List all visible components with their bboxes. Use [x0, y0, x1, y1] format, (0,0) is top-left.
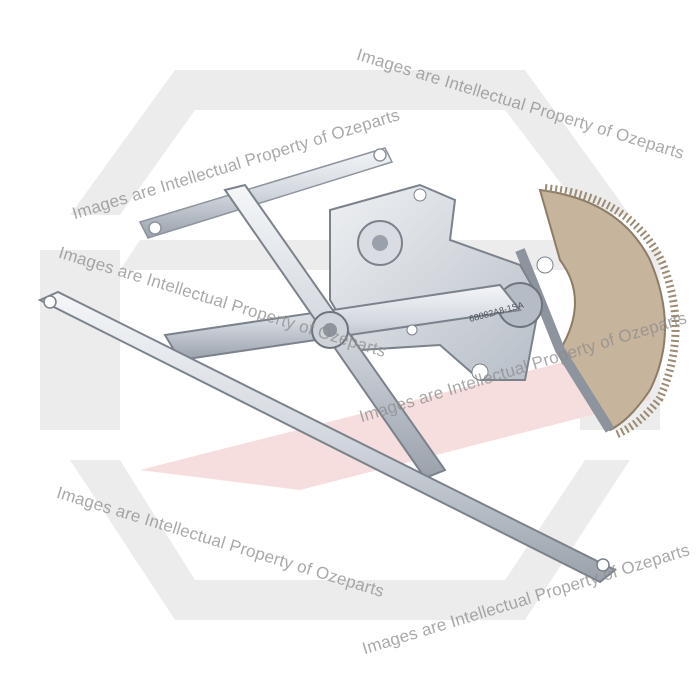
lower-guide-rail	[37, 290, 617, 584]
cross-arm: 68082A8-1SA	[163, 183, 525, 480]
sector-gear	[515, 184, 680, 439]
upper-guide-rail	[138, 147, 394, 239]
